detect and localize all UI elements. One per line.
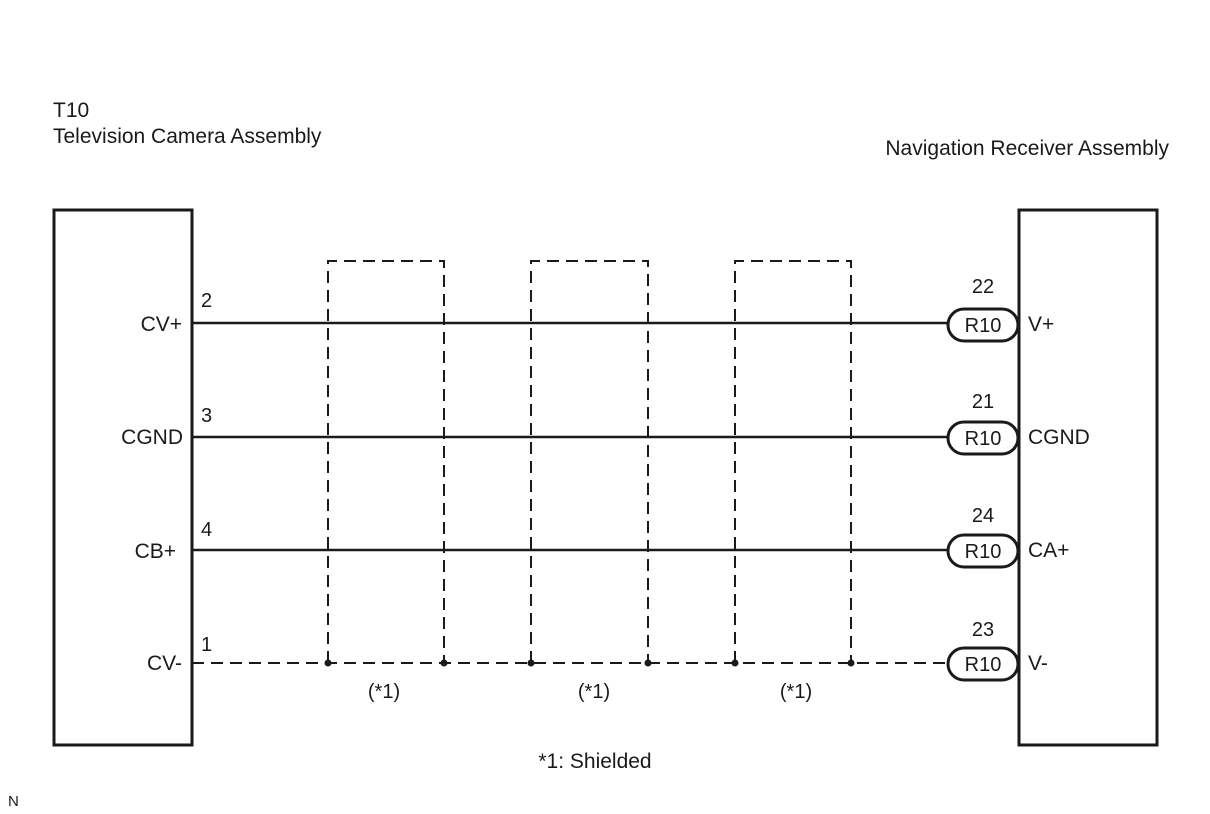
right-component-name: Navigation Receiver Assembly bbox=[885, 137, 1169, 160]
left-signal-label: CGND bbox=[121, 426, 183, 449]
shield-mark-3: (*1) bbox=[780, 681, 812, 703]
left-pin-number: 2 bbox=[201, 290, 212, 312]
shield-junction-dot bbox=[847, 659, 855, 667]
wire-cv-minus: CV- 1 R10 23 V- bbox=[147, 619, 1048, 682]
right-pin-number: 23 bbox=[972, 619, 994, 641]
shield-junction-dot bbox=[731, 659, 739, 667]
connector-tag bbox=[946, 420, 1020, 456]
connector-label: R10 bbox=[965, 541, 1002, 563]
footnote: *1: Shielded bbox=[538, 750, 651, 773]
connector-tag bbox=[946, 646, 1020, 682]
shield-mark-1: (*1) bbox=[368, 681, 400, 703]
television-camera-box bbox=[52, 208, 194, 747]
shield-junction-dot bbox=[324, 659, 332, 667]
connector-label: R10 bbox=[965, 654, 1002, 676]
connector-tag bbox=[946, 307, 1020, 343]
connector-label: R10 bbox=[965, 315, 1002, 337]
wire-cgnd: CGND 3 R10 21 CGND bbox=[121, 391, 1090, 456]
shield-junction-dot bbox=[440, 659, 448, 667]
left-signal-label: CB+ bbox=[135, 540, 176, 563]
right-signal-label: V+ bbox=[1028, 313, 1054, 336]
shield-loop-1 bbox=[327, 260, 445, 663]
left-signal-label: CV- bbox=[147, 652, 182, 675]
wire-cb-plus: CB+ 4 R10 24 CA+ bbox=[135, 505, 1069, 569]
left-pin-number: 3 bbox=[201, 405, 212, 427]
shield-loop-3 bbox=[734, 260, 852, 663]
wire-cv-plus: CV+ 2 R10 22 V+ bbox=[141, 276, 1054, 343]
right-pin-number: 22 bbox=[972, 276, 994, 298]
shield-junction-dot bbox=[527, 659, 535, 667]
right-signal-label: CGND bbox=[1028, 426, 1090, 449]
connector-label: R10 bbox=[965, 428, 1002, 450]
right-signal-label: CA+ bbox=[1028, 539, 1069, 562]
corner-mark: N bbox=[8, 793, 19, 810]
right-pin-number: 21 bbox=[972, 391, 994, 413]
left-component-name: Television Camera Assembly bbox=[53, 125, 322, 148]
left-component-code: T10 bbox=[53, 99, 89, 122]
left-pin-number: 1 bbox=[201, 634, 212, 656]
connector-tag bbox=[946, 533, 1020, 569]
left-signal-label: CV+ bbox=[141, 313, 182, 336]
shield-loop-2 bbox=[530, 260, 649, 663]
navigation-receiver-box bbox=[1017, 208, 1159, 747]
right-signal-label: V- bbox=[1028, 652, 1048, 675]
shield-junction-dot bbox=[644, 659, 652, 667]
right-pin-number: 24 bbox=[972, 505, 994, 527]
shield-mark-2: (*1) bbox=[578, 681, 610, 703]
left-pin-number: 4 bbox=[201, 519, 212, 541]
